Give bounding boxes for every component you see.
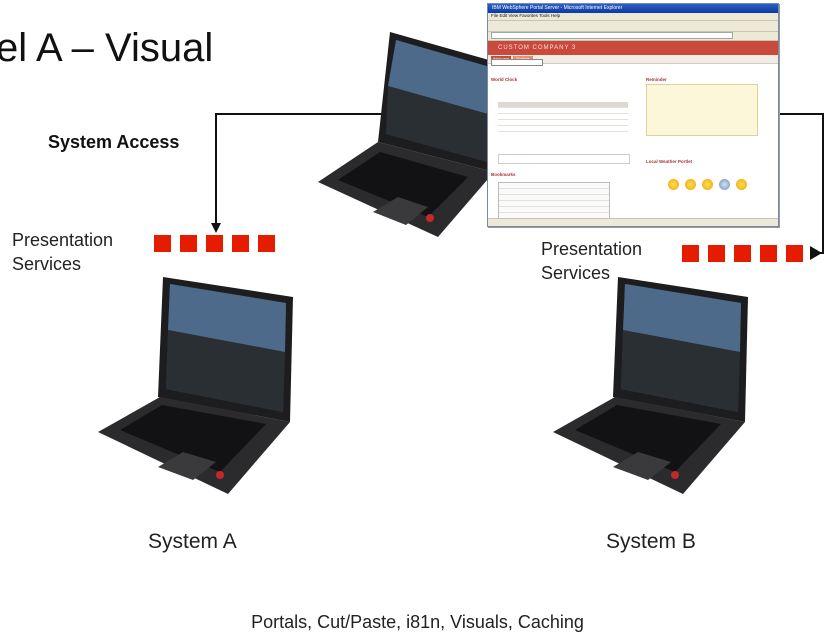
- slide-title: el A – Visual: [0, 26, 214, 70]
- marker-square: [760, 245, 777, 262]
- arrow-head-right: [810, 246, 822, 260]
- marker-square: [682, 245, 699, 262]
- marker-square: [232, 235, 249, 252]
- portal-select: [491, 59, 543, 66]
- browser-title-bar: IBM WebSphere Portal Server - Microsoft …: [488, 4, 778, 13]
- browser-status-bar: [488, 218, 778, 226]
- presentation-services-left-line1: Presentation: [12, 230, 114, 250]
- browser-toolbar: [488, 21, 778, 32]
- tab-portlets: Portlets: [513, 56, 533, 61]
- world-clock-heading: World Clock: [491, 77, 518, 82]
- browser-window: IBM WebSphere Portal Server - Microsoft …: [487, 3, 779, 227]
- presentation-b-arrow: [777, 113, 824, 254]
- tab-welcome: Welcome: [491, 56, 511, 61]
- marker-square: [734, 245, 751, 262]
- browser-address-bar: [488, 32, 778, 41]
- marker-square: [786, 245, 803, 262]
- presentation-services-left-line2: Services: [12, 254, 82, 274]
- weather-icons: [488, 4, 778, 226]
- reminder-heading: Reminder: [646, 77, 667, 82]
- footer-caption: Portals, Cut/Paste, i81n, Visuals, Cachi…: [251, 612, 584, 632]
- laptop-icon: [98, 277, 293, 494]
- clock-search: [498, 154, 630, 164]
- system-access-label: System Access: [48, 132, 180, 152]
- weather-heading: Local Weather Portlet: [646, 159, 693, 164]
- system-b-label: System B: [606, 530, 696, 553]
- system-a-label: System A: [148, 530, 237, 553]
- marker-square: [154, 235, 171, 252]
- browser-menu-bar: File Edit View Favorites Tools Help: [488, 13, 778, 21]
- portal-banner: CUSTOM COMPANY 3: [488, 41, 778, 55]
- portal-nav: Welcome Portlets: [488, 55, 778, 64]
- presentation-services-right-line2: Services: [541, 263, 611, 283]
- laptop-icon: [318, 32, 496, 237]
- marker-square: [708, 245, 725, 262]
- bookmarks-heading: Bookmarks: [491, 172, 516, 177]
- reminder-note: [646, 84, 758, 136]
- marker-square: [180, 235, 197, 252]
- marker-square: [258, 235, 275, 252]
- presentation-services-right-line1: Presentation: [541, 239, 643, 259]
- laptop-icon: [553, 277, 748, 494]
- marker-square: [206, 235, 223, 252]
- world-clock-table: [498, 102, 628, 140]
